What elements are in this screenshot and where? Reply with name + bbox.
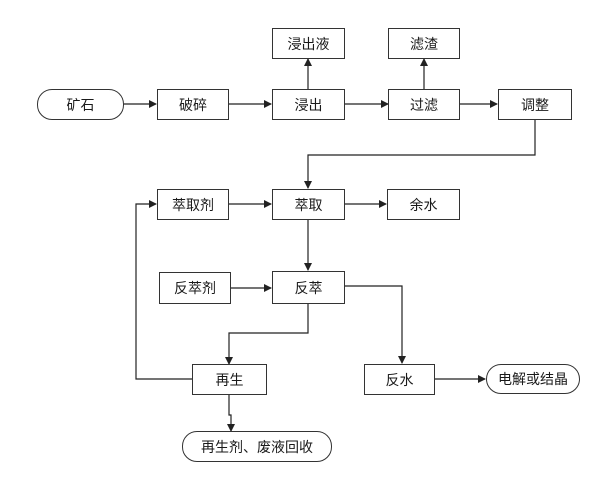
node-strip: 反萃 [272,271,345,304]
node-strip-water: 反水 [364,364,435,395]
node-leachate: 浸出液 [272,28,345,59]
node-strip-agent: 反萃剂 [159,272,231,304]
arrow-strip-regen [225,304,309,365]
node-leach: 浸出 [272,89,345,120]
node-raffinate: 余水 [387,189,460,220]
node-adjust: 调整 [498,89,572,120]
node-electro: 电解或结晶 [486,364,580,394]
node-ore: 矿石 [37,89,124,120]
arrow-strip-stripwater [345,285,406,364]
arrow-regen-extractant [135,200,192,380]
arrow-adjust-extract [304,120,536,189]
node-extractant: 萃取剂 [157,189,229,220]
arrow-regen-waste [227,395,235,432]
node-crush: 破碎 [157,89,229,120]
node-extract: 萃取 [272,189,345,220]
node-waste: 再生剂、废液回收 [182,431,332,462]
node-residue: 滤渣 [388,28,460,59]
node-regen: 再生 [192,364,267,395]
node-filter: 过滤 [388,89,460,120]
